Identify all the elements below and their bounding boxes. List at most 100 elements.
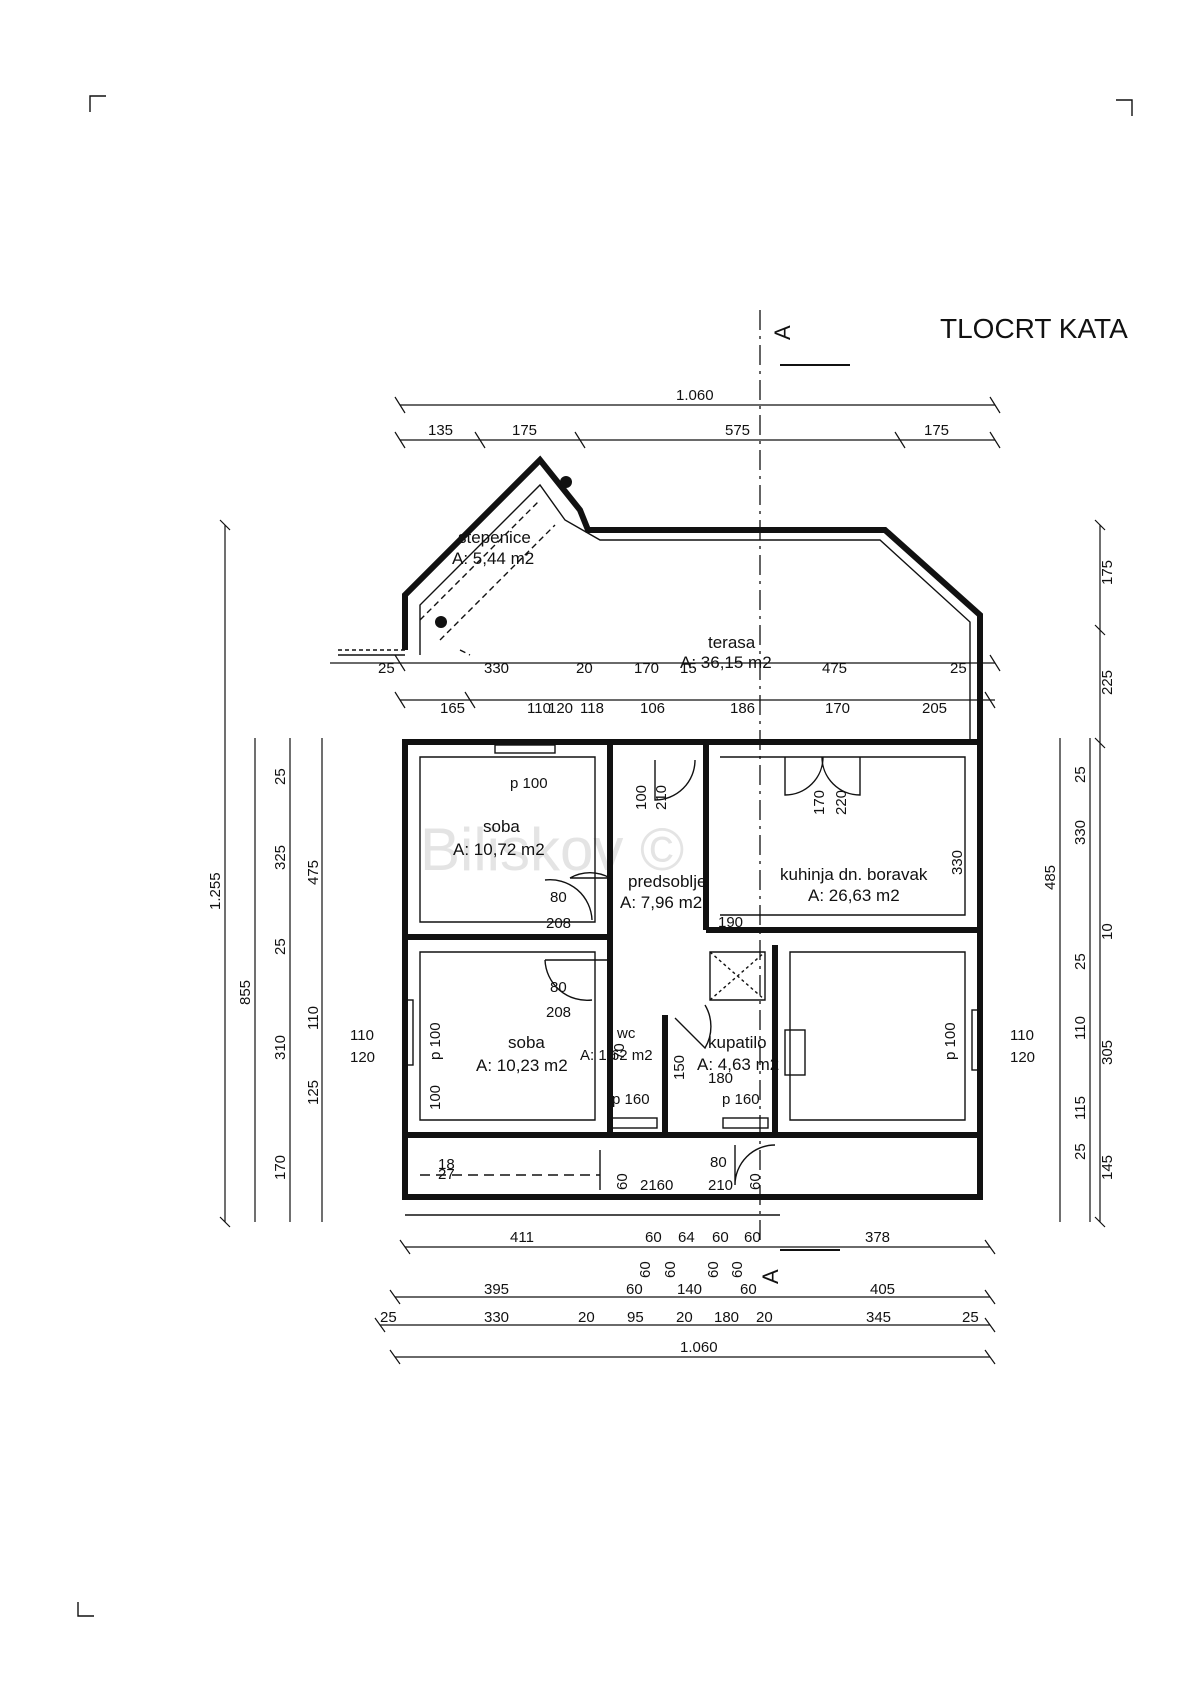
- dim-left-855: 855: [237, 980, 254, 1005]
- room-area-kupatilo: A: 4,63 m2: [697, 1055, 779, 1074]
- dim-left-inner: 25: [272, 938, 289, 955]
- dim-openings: 106: [640, 700, 665, 717]
- opening-190: 190: [718, 914, 743, 931]
- opening-60: 60: [614, 1173, 631, 1190]
- dim-bottom1: 64: [678, 1229, 695, 1246]
- dim-terrace: 20: [576, 660, 593, 677]
- opening-330: 330: [949, 850, 966, 875]
- section-marker-bottom: A: [758, 1269, 783, 1284]
- dim-openings: 186: [730, 700, 755, 717]
- opening-210: 210: [708, 1177, 733, 1194]
- dimension-lines: [219, 396, 1106, 1365]
- dim-bottom3: 345: [866, 1309, 891, 1326]
- opening-2160: 2160: [640, 1177, 673, 1194]
- dim-right-inner: 330: [1072, 820, 1089, 845]
- dim-bottom-vert: 60: [705, 1261, 722, 1278]
- dim-bottom1: 411: [510, 1229, 534, 1246]
- dim-right-inner: 110: [1072, 1016, 1089, 1040]
- dim-bottom3: 95: [627, 1309, 644, 1326]
- opening-p100: p 100: [510, 775, 548, 792]
- opening-210: 210: [653, 785, 670, 810]
- dim-bottom1: 60: [744, 1229, 761, 1246]
- opening-110: 110: [350, 1027, 374, 1044]
- terrace-outline: [338, 455, 983, 745]
- dim-bottom2: 60: [626, 1281, 643, 1298]
- opening-p160: p 160: [722, 1091, 760, 1108]
- dim-top: 175: [512, 422, 537, 439]
- dim-openings: 118: [580, 700, 604, 717]
- dim-bottom-vert: 60: [662, 1261, 679, 1278]
- dim-bottom3: 330: [484, 1309, 509, 1326]
- section-line-a: A A: [758, 310, 850, 1284]
- dim-terrace: 25: [950, 660, 967, 677]
- dim-right-inner: 25: [1072, 766, 1089, 783]
- dim-bottom3: 180: [714, 1309, 739, 1326]
- dim-bottom2: 405: [870, 1281, 895, 1298]
- room-name-wc: wc: [616, 1025, 636, 1042]
- room-area-terasa: A: 36,15 m2: [680, 653, 772, 672]
- opening-150: 150: [671, 1055, 688, 1080]
- dim-openings: 170: [825, 700, 850, 717]
- dim-right-inner: 115: [1072, 1096, 1089, 1120]
- dim-bottom3: 25: [380, 1309, 397, 1326]
- dim-terrace: 15: [680, 660, 697, 677]
- dim-top: 135: [428, 422, 453, 439]
- room-area-stepenice: A: 5,44 m2: [452, 549, 534, 568]
- opening-180: 180: [708, 1070, 733, 1087]
- dimension-labels: 1.060 135 175 575 175 25 330 20 170 15 4…: [207, 387, 1116, 1356]
- opening-120: 120: [1010, 1049, 1035, 1066]
- dim-right-inner: 25: [1072, 1143, 1089, 1160]
- dim-left-inner: 170: [272, 1155, 289, 1180]
- dim-terrace: 330: [484, 660, 509, 677]
- hatch-label: 27: [438, 1166, 455, 1183]
- dim-right-inner: 10: [1099, 923, 1116, 940]
- corner-marks: [77, 95, 1133, 1617]
- room-name-kupatilo: kupatilo: [708, 1033, 767, 1052]
- dim-left-total: 1.255: [207, 872, 224, 910]
- dim-bottom-vert: 60: [729, 1261, 746, 1278]
- dim-terrace: 170: [634, 660, 659, 677]
- dim-left-inner: 25: [272, 768, 289, 785]
- room-name-terasa: terasa: [708, 633, 756, 652]
- dim-bottom2: 60: [740, 1281, 757, 1298]
- dim-top: 575: [725, 422, 750, 439]
- dim-openings: 205: [922, 700, 947, 717]
- stair-post-icon: [560, 476, 572, 488]
- dim-bottom3: 20: [756, 1309, 773, 1326]
- building-walls: [402, 739, 983, 1216]
- dim-right-inner: 25: [1072, 953, 1089, 970]
- dim-top-total: 1.060: [676, 387, 714, 404]
- opening-100: 100: [427, 1085, 444, 1110]
- opening-p100: p 100: [942, 1022, 959, 1060]
- dim-terrace: 25: [378, 660, 395, 677]
- door-symbols: [404, 744, 981, 1186]
- dim-right-outer: 175: [1099, 560, 1116, 585]
- opening-220: 220: [833, 790, 850, 815]
- dim-bottom2: 140: [677, 1281, 702, 1298]
- dim-bottom3: 25: [962, 1309, 979, 1326]
- dim-bottom3: 20: [578, 1309, 595, 1326]
- dim-left-inner: 325: [272, 845, 289, 870]
- opening-80: 80: [550, 889, 567, 906]
- dim-left-inner: 110: [305, 1006, 322, 1030]
- dim-bottom1: 378: [865, 1229, 890, 1246]
- room-area-predsoblje: A: 7,96 m2: [620, 893, 702, 912]
- room-labels: stepenice A: 5,44 m2 terasa A: 36,15 m2 …: [452, 528, 928, 1075]
- room-area-kuhinja: A: 26,63 m2: [808, 886, 900, 905]
- opening-120: 120: [350, 1049, 375, 1066]
- dim-top: 175: [924, 422, 949, 439]
- opening-80: 80: [710, 1154, 727, 1171]
- watermark: Biliskov ©: [420, 816, 684, 883]
- dim-left-475: 475: [305, 860, 322, 885]
- dim-bottom1: 60: [712, 1229, 729, 1246]
- dim-terrace: 475: [822, 660, 847, 677]
- dim-right-outer: 145: [1099, 1155, 1116, 1180]
- opening-60: 60: [747, 1173, 764, 1190]
- opening-208: 208: [546, 1004, 571, 1021]
- opening-p160: p 160: [612, 1091, 650, 1108]
- dim-bottom3: 20: [676, 1309, 693, 1326]
- dim-right-outer: 225: [1099, 670, 1116, 695]
- dim-right-inner: 305: [1099, 1040, 1116, 1065]
- opening-p100: p 100: [427, 1022, 444, 1060]
